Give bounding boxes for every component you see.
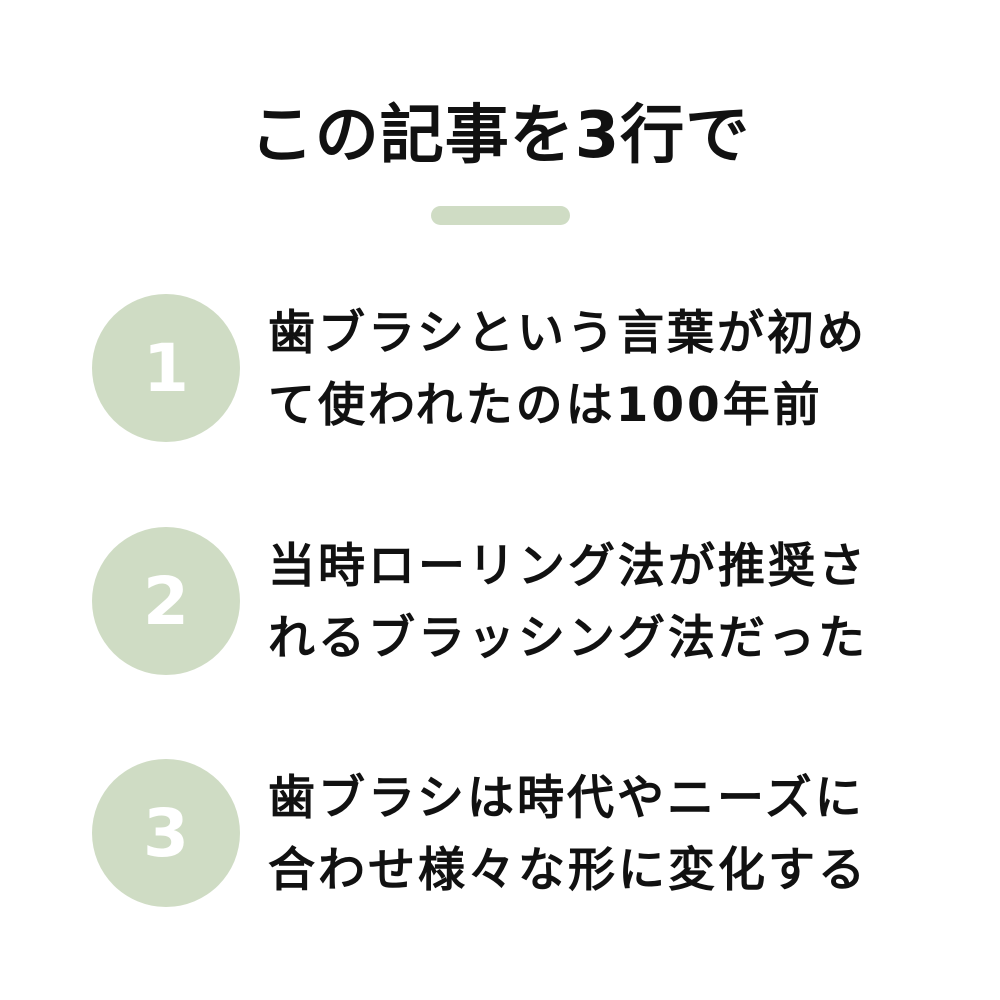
title-underline-bar [431, 206, 570, 225]
summary-point-3: 3 歯ブラシは時代やニーズに 合わせ様々な形に変化する [0, 759, 1000, 909]
point-number-circle-1: 1 [92, 294, 240, 442]
point-text-line: 当時ローリング法が推奨さ [268, 539, 868, 594]
point-text-line: 合わせ様々な形に変化する [268, 843, 868, 898]
point-text-1: 歯ブラシという言葉が初め て使われたのは100年前 [268, 298, 928, 442]
summary-point-2: 2 当時ローリング法が推奨さ れるブラッシング法だった [0, 527, 1000, 677]
point-text-3: 歯ブラシは時代やニーズに 合わせ様々な形に変化する [268, 763, 928, 907]
point-text-line: て使われたのは100年前 [268, 378, 823, 433]
point-number-circle-2: 2 [92, 527, 240, 675]
point-text-line: 歯ブラシは時代やニーズに [268, 771, 865, 826]
point-text-line: れるブラッシング法だった [268, 611, 868, 666]
point-text-line: 歯ブラシという言葉が初め [268, 306, 868, 361]
page-title: この記事を3行で [249, 99, 751, 173]
point-number-circle-3: 3 [92, 759, 240, 907]
summary-point-1: 1 歯ブラシという言葉が初め て使われたのは100年前 [0, 294, 1000, 444]
point-text-2: 当時ローリング法が推奨さ れるブラッシング法だった [268, 531, 928, 675]
